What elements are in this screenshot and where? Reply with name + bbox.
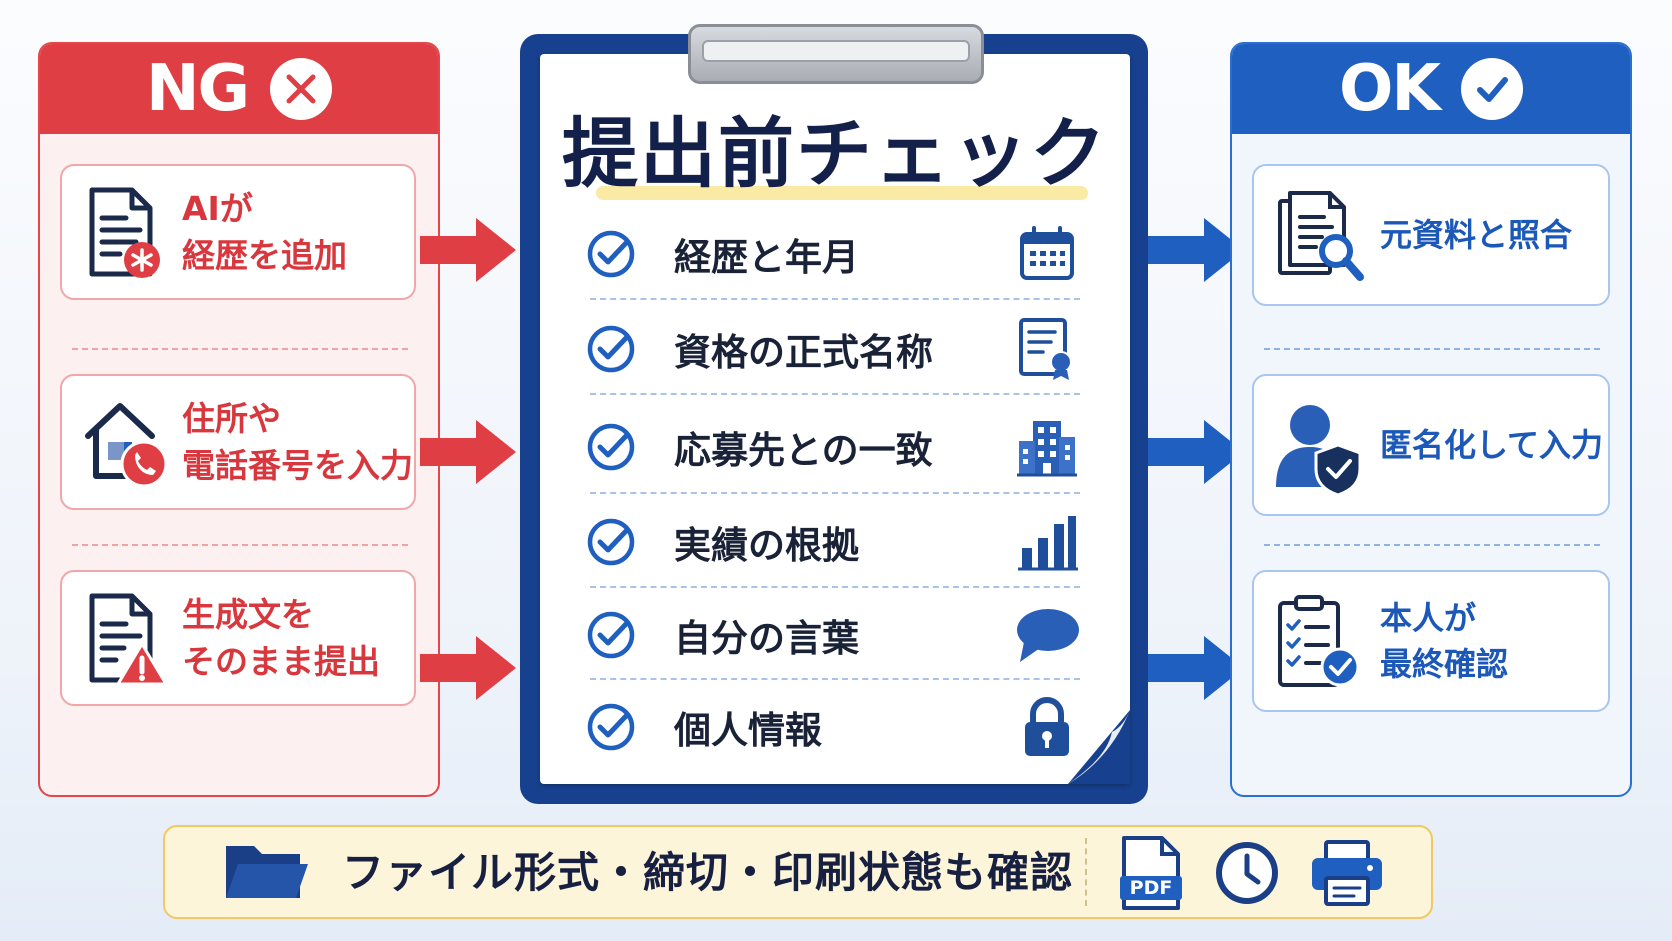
printer-icon — [1312, 840, 1382, 906]
ok-item-3-line1: 本人が — [1380, 599, 1477, 637]
check-divider — [590, 586, 1080, 588]
ng-header: NG — [40, 44, 438, 134]
ok-arrow-icon — [1148, 420, 1244, 484]
check-row: 応募先との一致 — [586, 408, 1080, 486]
x-mark-icon — [270, 58, 333, 120]
check-circle-icon — [587, 423, 635, 471]
ok-item-3-line2: 最終確認 — [1380, 645, 1509, 683]
ok-card-final-check: 本人が 最終確認 — [1252, 570, 1610, 712]
check-circle-icon — [587, 518, 635, 566]
check-label: 個人情報 — [674, 709, 822, 752]
check-divider — [590, 492, 1080, 494]
title-highlight — [596, 186, 1088, 200]
check-circle-icon — [587, 703, 635, 751]
ng-divider — [72, 348, 408, 350]
check-divider — [590, 298, 1080, 300]
ng-item-2-line1: 住所や — [182, 399, 281, 438]
ok-item-2-line1: 匿名化して入力 — [1380, 426, 1604, 464]
ng-arrow-icon — [420, 636, 516, 700]
check-row: 資格の正式名称 — [586, 310, 1080, 388]
checkmark-icon — [1461, 58, 1523, 120]
user-shield-icon — [1272, 395, 1366, 497]
ok-arrow-icon — [1148, 218, 1244, 282]
check-row: 個人情報 — [586, 688, 1080, 766]
pdf-label: PDF — [1129, 877, 1173, 899]
ok-item-1-line1: 元資料と照合 — [1380, 216, 1573, 254]
ng-arrow-icon — [420, 420, 516, 484]
check-circle-icon — [587, 230, 635, 278]
bar-chart-icon — [1014, 509, 1080, 575]
ng-card-ai-adds-history: AIが 経歴を追加 — [60, 164, 416, 300]
ng-item-1-line1: AIが — [182, 189, 253, 228]
check-label: 自分の言葉 — [674, 617, 859, 660]
folder-icon — [226, 846, 308, 898]
ok-divider — [1264, 348, 1600, 350]
check-divider — [590, 678, 1080, 680]
ng-item-3-line1: 生成文を — [182, 595, 314, 634]
house-phone-icon — [80, 392, 174, 492]
check-circle-icon — [587, 611, 635, 659]
bottom-divider — [1085, 838, 1087, 906]
ok-header: OK — [1232, 44, 1630, 134]
calendar-icon — [1014, 221, 1080, 287]
ng-item-3-line2: そのまま提出 — [182, 642, 380, 681]
ok-arrow-icon — [1148, 636, 1244, 700]
ng-panel: NG AIが 経歴を追加 — [38, 42, 440, 797]
ok-panel: OK 元資料と照合 — [1230, 42, 1632, 797]
ok-card-verify-source: 元資料と照合 — [1252, 164, 1610, 306]
document-warning-icon — [80, 182, 174, 282]
document-alert-icon — [80, 588, 174, 688]
lock-icon — [1014, 694, 1080, 760]
ng-card-submit-as-is: 生成文を そのまま提出 — [60, 570, 416, 706]
ng-item-1-line2: 経歴を追加 — [182, 236, 347, 275]
check-row: 自分の言葉 — [586, 596, 1080, 674]
check-label: 経歴と年月 — [674, 236, 859, 279]
ok-divider — [1264, 544, 1600, 546]
ok-header-label: OK — [1339, 52, 1441, 126]
clipboard-check-icon — [1272, 591, 1366, 691]
building-icon — [1014, 414, 1080, 480]
check-label: 実績の根拠 — [674, 524, 859, 567]
checklist-title: 提出前チェック — [562, 109, 1108, 198]
ng-item-2-line2: 電話番号を入力 — [182, 446, 413, 485]
documents-search-icon — [1272, 185, 1366, 285]
check-circle-icon — [587, 325, 635, 373]
speech-bubble-icon — [1014, 602, 1080, 668]
check-label: 資格の正式名称 — [674, 331, 933, 374]
ng-header-label: NG — [145, 52, 250, 126]
clipboard-clip-slot — [702, 40, 970, 62]
check-row: 実績の根拠 — [586, 503, 1080, 581]
check-label: 応募先との一致 — [674, 429, 933, 472]
page-curl — [1068, 710, 1130, 784]
clock-icon — [1216, 842, 1278, 904]
check-divider — [590, 393, 1080, 395]
bottom-reminder-text: ファイル形式・締切・印刷状態も確認 — [342, 848, 1074, 897]
clipboard-paper — [540, 54, 1130, 784]
ng-card-address-phone: 住所や 電話番号を入力 — [60, 374, 416, 510]
ok-card-anonymize: 匿名化して入力 — [1252, 374, 1610, 516]
certificate-icon — [1014, 316, 1080, 382]
check-row: 経歴と年月 — [586, 215, 1080, 293]
ng-divider — [72, 544, 408, 546]
pdf-icon: PDF — [1120, 836, 1182, 910]
ng-arrow-icon — [420, 218, 516, 282]
